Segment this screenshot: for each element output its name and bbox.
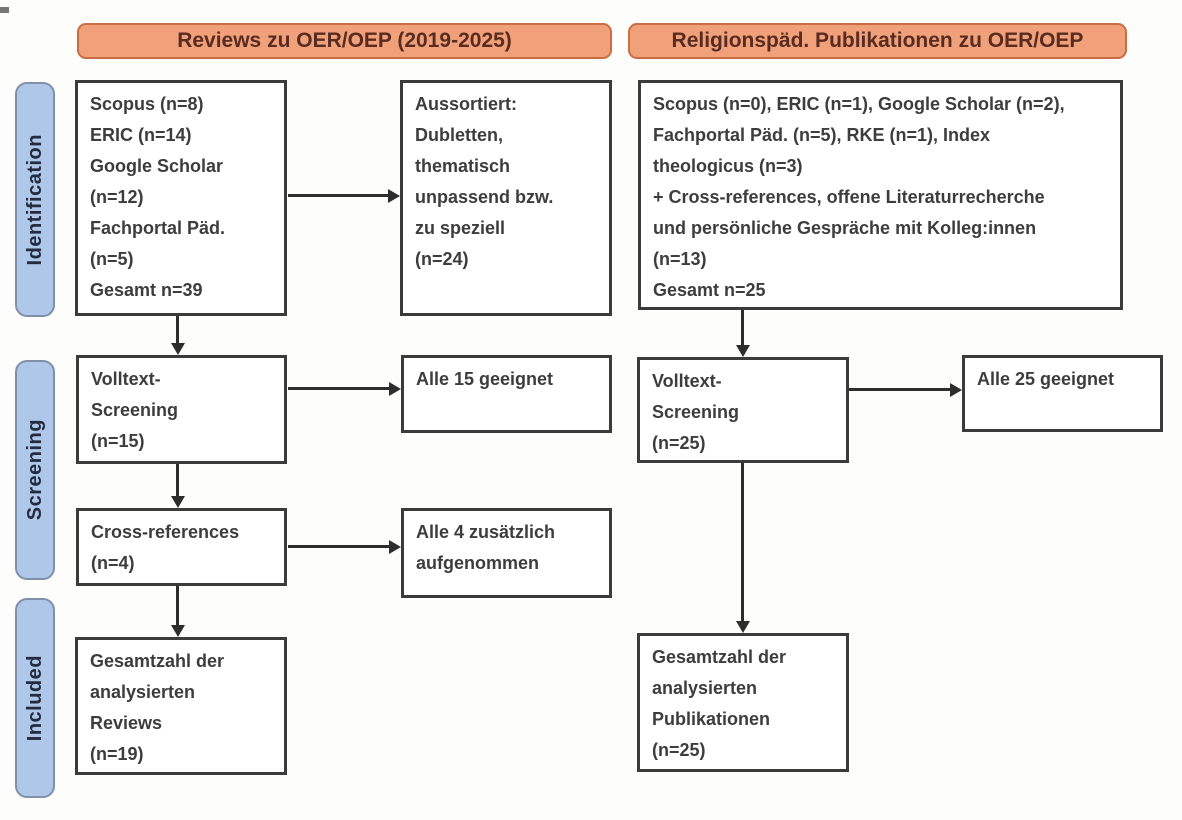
arrow-left-sources-to-sorted-out [288,188,400,203]
column-header-reviews: Reviews zu OER/OEP (2019-2025) [77,23,612,59]
box-left-identification-sources: Scopus (n=8) ERIC (n=14) Google Scholar … [75,80,287,316]
arrow-left-fulltext-to-crossref [170,464,185,508]
box-left-fulltext-screening: Volltext- Screening (n=15) [76,355,287,464]
box-left-total-reviews: Gesamtzahl der analysierten Reviews (n=1… [75,637,287,775]
arrow-right-fulltext-to-total [735,463,750,633]
stage-label-screening-text: Screening [23,419,46,521]
box-left-additionally-included: Alle 4 zusätzlich aufgenommen [401,508,612,598]
box-right-fulltext-screening: Volltext- Screening (n=25) [637,357,849,463]
stage-label-included-text: Included [23,654,46,742]
scan-artifact [0,7,9,13]
column-header-religionspaed-label: Religionspäd. Publikationen zu OER/OEP [671,29,1084,52]
column-header-religionspaed: Religionspäd. Publikationen zu OER/OEP [628,23,1127,59]
stage-label-included: Included [15,598,55,798]
arrow-left-crossref-to-total [170,586,185,637]
box-right-total-publications: Gesamtzahl der analysierten Publikatione… [637,633,849,772]
box-left-all-eligible: Alle 15 geeignet [401,355,612,433]
arrow-right-fulltext-to-eligible [849,382,962,397]
arrow-right-sources-to-fulltext [735,310,750,357]
stage-label-identification: Identification [15,82,55,317]
stage-label-screening: Screening [15,360,55,580]
arrow-left-sources-to-fulltext [170,316,185,355]
box-right-all-eligible: Alle 25 geeignet [962,355,1163,432]
stage-label-identification-text: Identification [23,133,46,266]
arrow-left-fulltext-to-eligible [288,381,401,396]
box-left-sorted-out: Aussortiert: Dubletten, thematisch unpas… [400,80,612,316]
arrow-left-crossref-to-added [288,539,401,554]
box-left-cross-references: Cross-references (n=4) [76,508,287,586]
column-header-reviews-label: Reviews zu OER/OEP (2019-2025) [177,29,512,52]
box-right-identification-sources: Scopus (n=0), ERIC (n=1), Google Scholar… [638,80,1123,310]
